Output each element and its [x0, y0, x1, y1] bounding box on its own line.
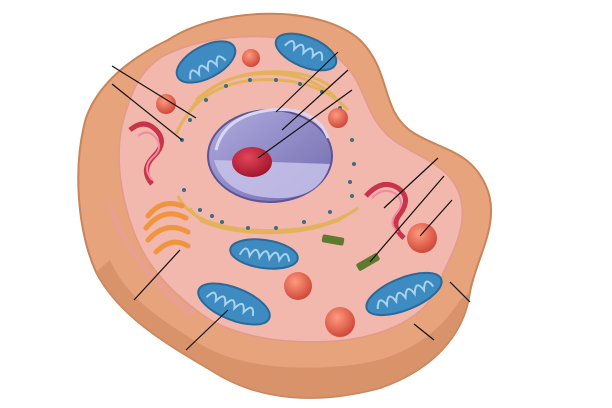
lysosome	[284, 272, 312, 300]
mitochondrion-middle	[229, 238, 299, 270]
leader-line	[281, 69, 349, 131]
leader-line	[111, 83, 183, 141]
leader-line	[257, 89, 353, 159]
leader-lines	[111, 51, 471, 351]
smooth-er-right	[364, 181, 408, 240]
mitochondrion-bottom-right	[365, 271, 443, 317]
cell-membrane-shadow	[96, 260, 470, 398]
lysosome	[328, 108, 348, 128]
leader-line	[275, 51, 339, 113]
mitochondrion-top-right	[274, 32, 338, 72]
leader-line	[413, 323, 435, 341]
rough-endoplasmic-reticulum	[174, 70, 359, 235]
cytoplasm-cut-face	[108, 196, 196, 318]
leader-line	[419, 199, 453, 237]
mitochondrion-bottom-left	[197, 282, 271, 326]
lysosome	[325, 307, 355, 337]
leader-line	[369, 175, 445, 263]
lysosome	[242, 49, 260, 67]
leader-line	[185, 309, 229, 351]
smooth-er-left	[128, 121, 164, 186]
leader-line	[383, 157, 439, 209]
mitochondrion-top-left	[175, 40, 237, 84]
golgi-apparatus	[143, 201, 191, 255]
lysosome	[407, 223, 437, 253]
leader-line	[133, 249, 181, 301]
leader-line	[111, 65, 197, 119]
lysosome	[156, 94, 176, 114]
leader-line	[449, 281, 471, 303]
